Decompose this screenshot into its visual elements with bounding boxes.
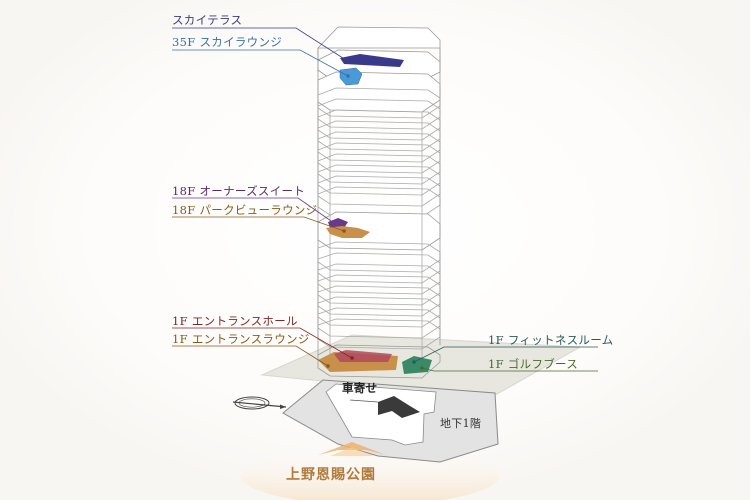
owners-suite-area xyxy=(328,218,348,228)
basement-plate xyxy=(282,379,499,463)
sky-lounge-area xyxy=(339,67,363,86)
label-35f-sky-lounge: 35F スカイラウンジ xyxy=(172,35,283,49)
label-car-porch: 車寄せ xyxy=(342,381,378,395)
leader-lines xyxy=(172,27,598,372)
fitness-golf-area xyxy=(402,356,432,374)
compass-arrow-icon xyxy=(232,396,287,410)
label-1f-golf-booth: 1F ゴルフブース xyxy=(488,357,579,371)
label-basement-1: 地下1階 xyxy=(440,417,482,430)
label-18f-park-view-lounge: 18F パークビューラウンジ xyxy=(172,203,318,217)
park-view-lounge-area xyxy=(326,226,370,238)
sky-terrace-area xyxy=(340,54,404,67)
label-1f-fitness-room: 1F フィットネスルーム xyxy=(488,333,614,347)
entrance-hall-area xyxy=(334,350,392,362)
label-1f-entrance-lounge: 1F エントランスラウンジ xyxy=(172,332,310,346)
label-sky-terrace: スカイテラス xyxy=(172,13,243,27)
label-1f-entrance-hall: 1F エントランスホール xyxy=(172,314,298,328)
tower xyxy=(317,26,441,368)
label-ueno-park: 上野恩賜公園 xyxy=(286,467,376,483)
label-18f-owners-suite: 18F オーナーズスイート xyxy=(172,184,306,198)
